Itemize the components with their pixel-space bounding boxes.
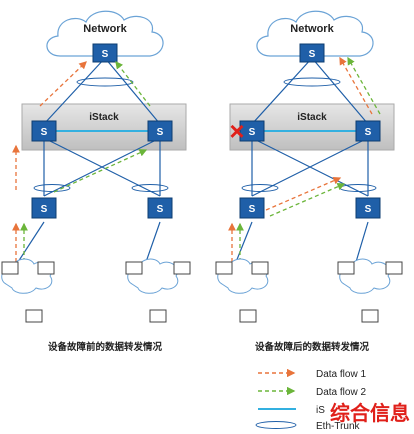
svg-text:S: S	[365, 204, 372, 215]
eth-trunk-ellipses	[33, 77, 169, 192]
switch-top: S	[299, 43, 325, 63]
network-label: Network	[290, 23, 334, 35]
flow-arrows	[228, 56, 381, 262]
flow-arrows	[12, 60, 151, 262]
switch-access-right: S	[355, 197, 381, 219]
network-cloud	[46, 10, 164, 57]
switch-stack-right: S	[147, 120, 173, 142]
link-lines	[17, 57, 161, 263]
istack-label: iStack	[297, 112, 327, 123]
pc-icons	[215, 261, 403, 323]
svg-text:S: S	[365, 127, 372, 138]
svg-text:S: S	[249, 204, 256, 215]
istack-label: iStack	[89, 112, 119, 123]
pc-icons	[1, 261, 191, 323]
switch-stack-left-failed: S	[239, 120, 265, 142]
switch-access-left: S	[239, 197, 265, 219]
legend-flow1-label: Data flow 1	[316, 369, 366, 380]
legend-eth-trunk-swatch	[255, 421, 297, 429]
watermark: 综合信息	[330, 401, 410, 425]
svg-text:S: S	[309, 49, 316, 60]
network-cloud	[256, 10, 374, 57]
svg-text:S: S	[157, 127, 164, 138]
failure-x-icon: ×	[229, 116, 244, 146]
legend-istack-label: iS	[316, 405, 325, 416]
switch-top: S	[92, 43, 118, 63]
svg-text:S: S	[157, 204, 164, 215]
right-diagram: Network iStack S S ×	[215, 10, 403, 353]
left-diagram: Network iStack S S	[1, 10, 191, 353]
link-lines	[235, 57, 369, 263]
legend-flow2-label: Data flow 2	[316, 387, 366, 398]
caption-after: 设备故障后的数据转发情况	[255, 341, 370, 353]
switch-access-left: S	[31, 197, 57, 219]
switch-stack-left: S	[31, 120, 57, 142]
legend: Data flow 1 Data flow 2 iS Eth-Trunk	[255, 368, 366, 432]
legend-eth-trunk-label: Eth-Trunk	[316, 421, 361, 432]
switch-access-right: S	[147, 197, 173, 219]
caption-before: 设备故障前的数据转发情况	[48, 341, 163, 353]
svg-text:S: S	[41, 127, 48, 138]
switch-stack-right: S	[355, 120, 381, 142]
svg-text:S: S	[41, 204, 48, 215]
svg-text:S: S	[249, 127, 256, 138]
network-label: Network	[83, 23, 127, 35]
svg-text:S: S	[102, 49, 109, 60]
